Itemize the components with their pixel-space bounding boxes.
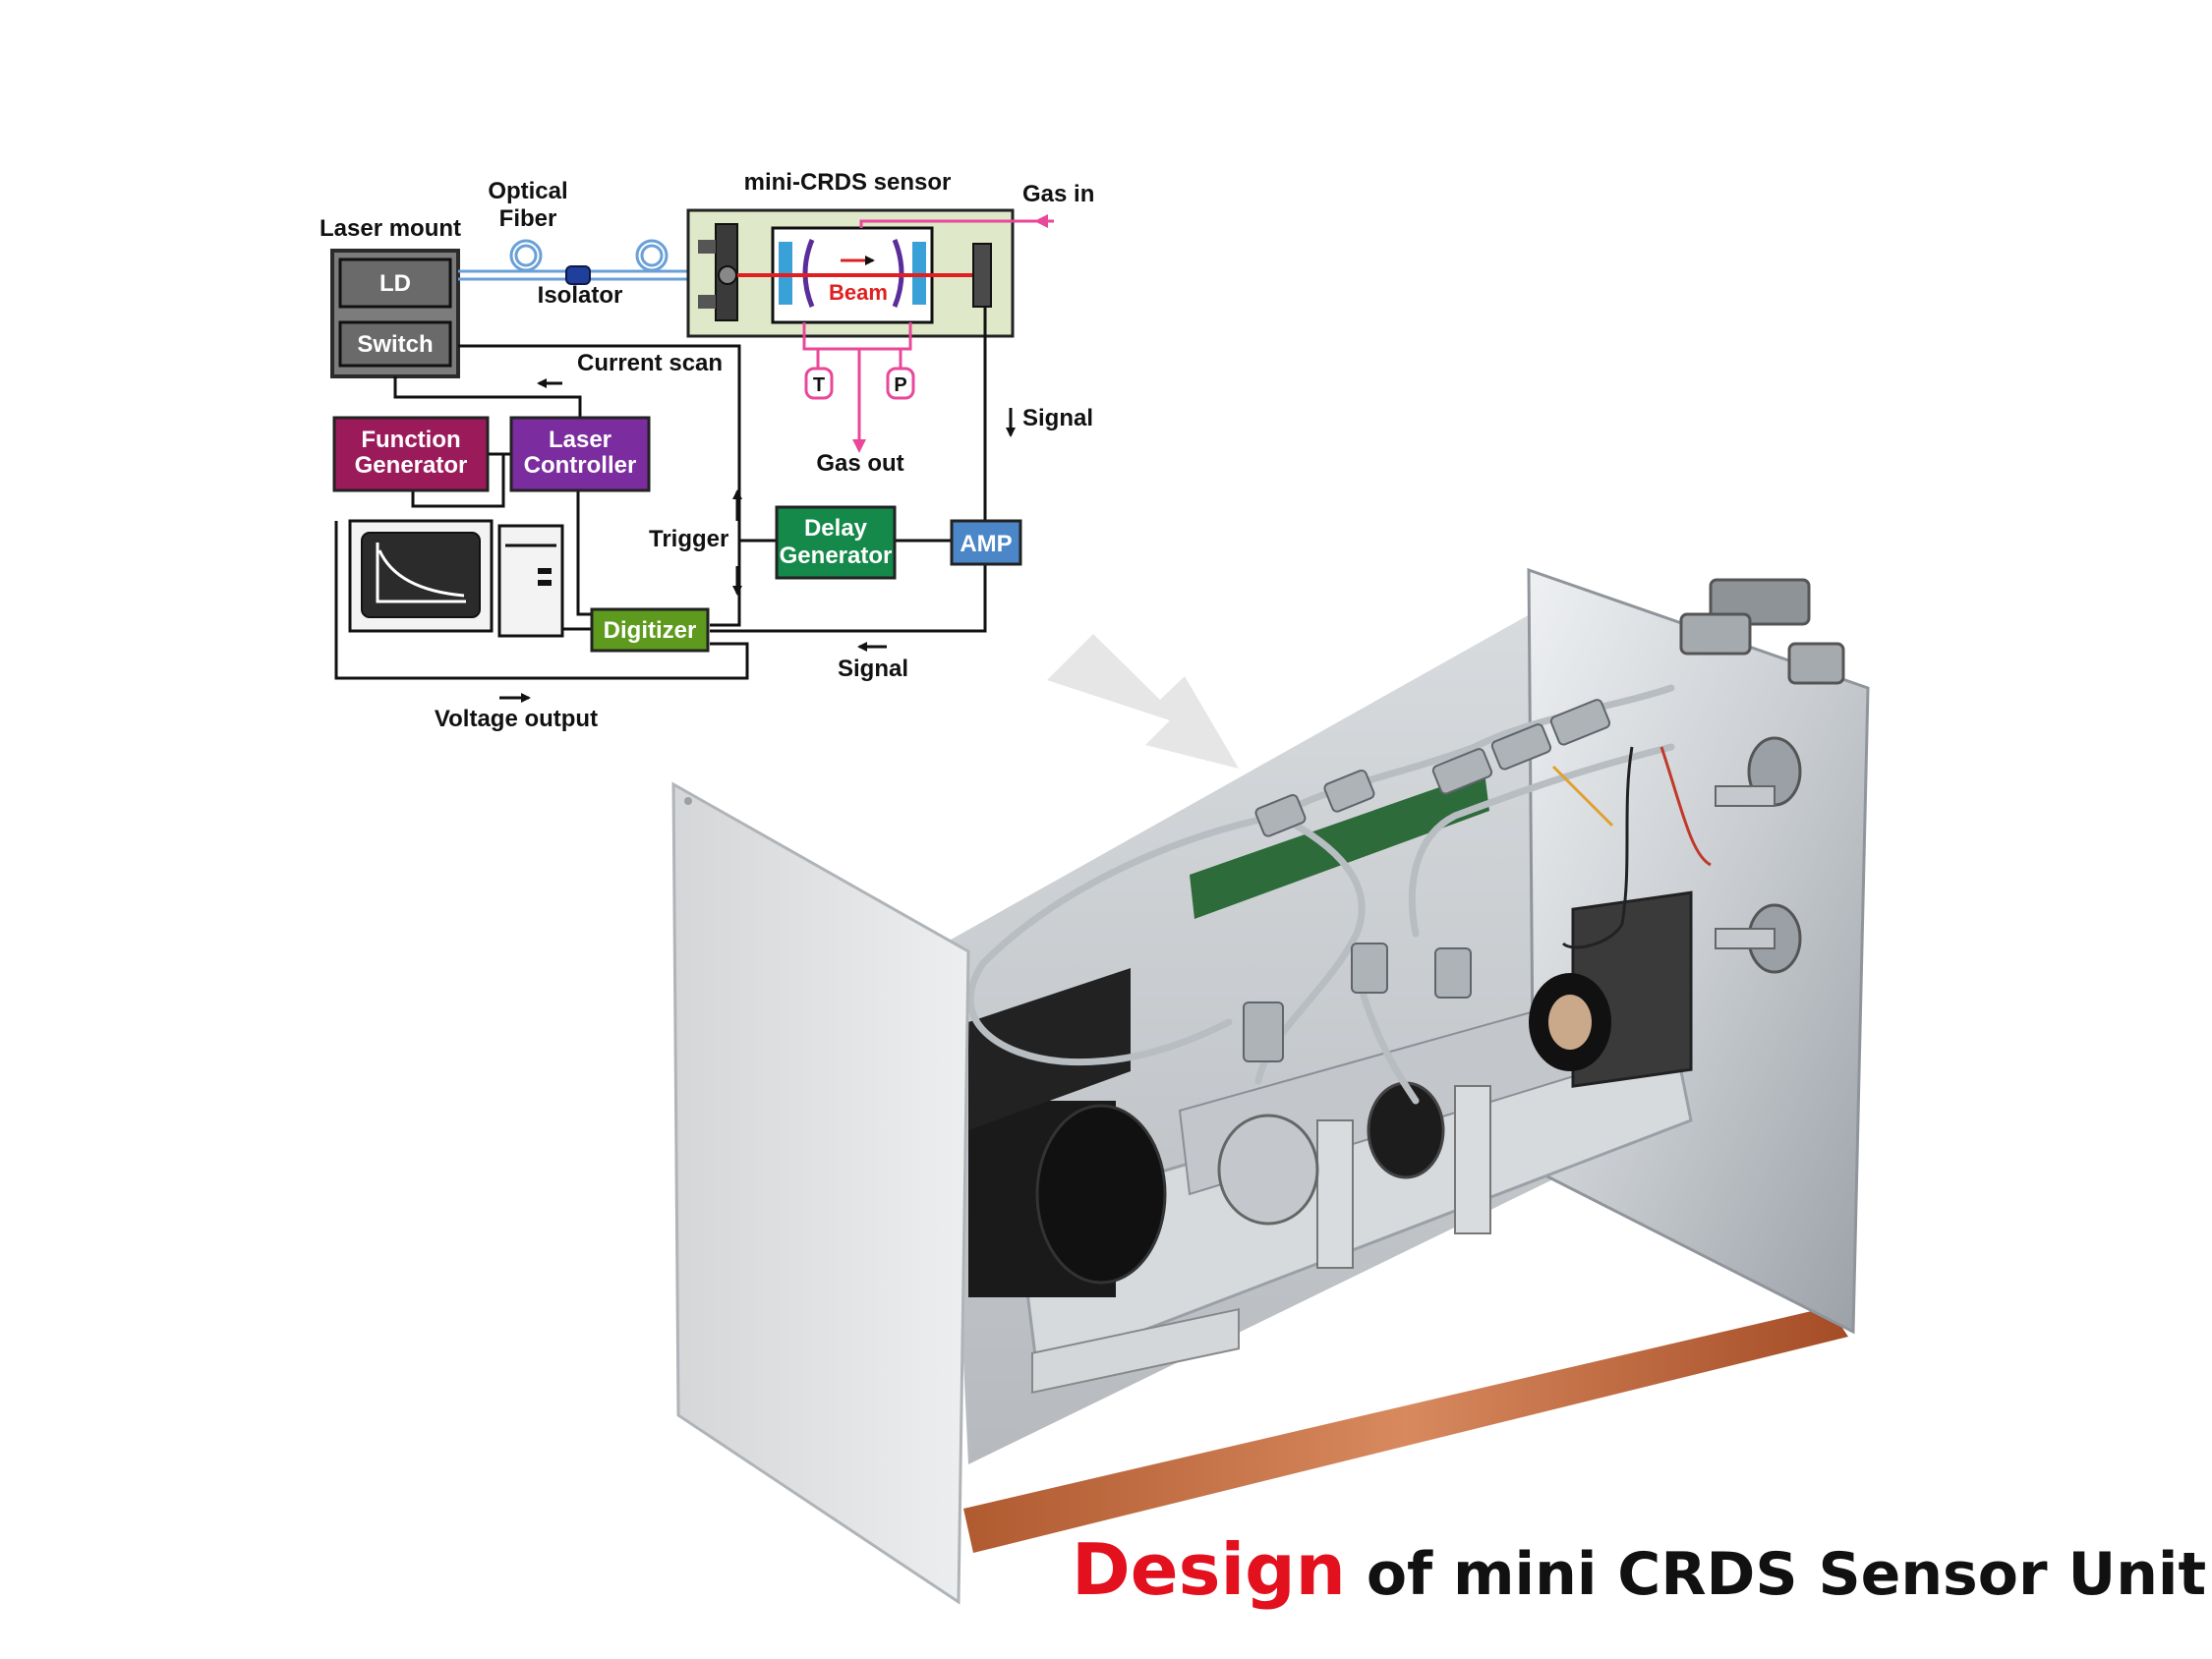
sensor-title: mini-CRDS sensor <box>744 169 952 196</box>
tube-fittings <box>1243 699 1611 1062</box>
computer-icon <box>348 519 564 638</box>
cavity-post-right <box>1454 1085 1491 1234</box>
signal-wiring <box>334 307 987 680</box>
optical-label: Optical <box>488 178 567 204</box>
laser-mount: LD Switch <box>330 249 460 378</box>
function-generator-label-1: Function <box>361 427 460 453</box>
laser-mount-label: Laser mount <box>320 215 461 242</box>
detector <box>972 243 992 308</box>
schematic-diagram: LD Switch Laser mount Optical Fiber Isol… <box>320 169 1094 732</box>
bulkhead-fittings <box>1715 736 1802 974</box>
caption-highlight: Design <box>1072 1528 1346 1611</box>
circuit-board <box>1190 772 1489 919</box>
function-generator-label-2: Generator <box>355 452 468 479</box>
delay-generator-label-1: Delay <box>804 515 868 542</box>
switch-label: Switch <box>357 331 433 358</box>
delay-generator-label-2: Generator <box>780 543 893 569</box>
isolator-icon <box>565 265 591 285</box>
caption-text: of mini CRDS Sensor Unit <box>1366 1540 2207 1609</box>
gas-lines <box>802 214 1054 453</box>
t-label: T <box>813 374 825 396</box>
gas-out-label: Gas out <box>816 450 903 477</box>
function-generator-box <box>332 416 490 492</box>
left-side-panel <box>671 781 970 1605</box>
input-mirror-mount <box>1217 1114 1319 1226</box>
ld-box <box>338 257 452 309</box>
top-connector <box>1679 578 1845 685</box>
fiber-label: Fiber <box>499 205 557 232</box>
caption: Design of mini CRDS Sensor Unit <box>1072 1528 2206 1611</box>
laser-controller-label-1: Laser <box>549 427 611 453</box>
digitizer-label: Digitizer <box>604 617 697 644</box>
signal-right-label: Signal <box>1022 405 1093 431</box>
temperature-sensor <box>804 367 834 400</box>
amp-label: AMP <box>960 531 1012 557</box>
wiring-harness <box>1551 746 1712 949</box>
output-mirror-mount <box>1367 1081 1445 1179</box>
laser-controller-label-2: Controller <box>524 452 637 479</box>
laser-head <box>968 1101 1240 1395</box>
digitizer-box <box>590 607 710 653</box>
copper-base <box>963 1307 1848 1553</box>
transition-arrow-icon <box>1047 634 1239 769</box>
laser-controller-box <box>509 416 651 492</box>
isolator-label: Isolator <box>538 282 623 309</box>
current-scan-label: Current scan <box>577 350 723 376</box>
device-photo <box>671 567 1870 1605</box>
trigger-label: Trigger <box>649 526 728 552</box>
electronics-block <box>968 968 1131 1130</box>
pressure-sensor <box>886 367 915 400</box>
input-coupler-mount <box>698 223 738 321</box>
switch-box <box>338 320 452 368</box>
signal-bottom-label: Signal <box>838 656 908 682</box>
beam-label: Beam <box>829 280 888 305</box>
voltage-output-label: Voltage output <box>435 706 598 732</box>
amp-box <box>950 519 1022 566</box>
cavity-post-left <box>1316 1119 1354 1269</box>
gas-in-label: Gas in <box>1022 181 1094 207</box>
ld-label: LD <box>379 270 411 297</box>
p-label: P <box>894 374 906 396</box>
delay-generator-box <box>775 505 897 580</box>
